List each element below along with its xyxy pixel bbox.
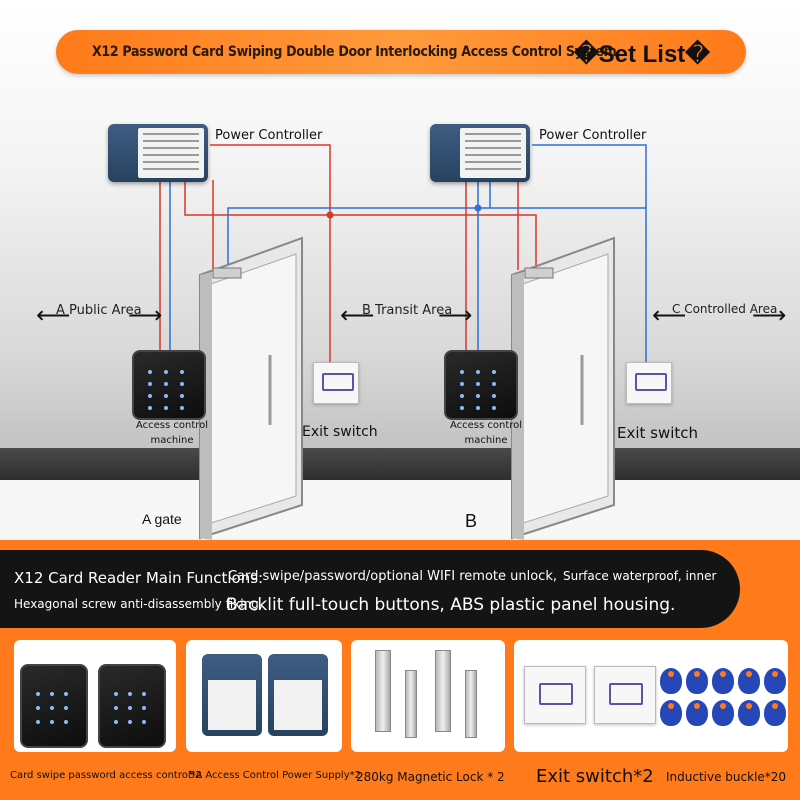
card-reader-image — [98, 664, 166, 748]
power-supply-image — [202, 654, 262, 736]
product-card-reader — [14, 640, 176, 752]
inductive-tag-icon — [738, 700, 760, 726]
arrow-left-icon: ⟵ — [340, 302, 375, 329]
inductive-tag-icon — [660, 668, 682, 694]
set-list-heading: �Set List� — [574, 41, 710, 68]
power-controller-2 — [430, 124, 530, 182]
inductive-tag-icon — [686, 700, 708, 726]
access-machine-2-label: Access control machine — [449, 420, 523, 446]
magnetic-lock-plate-image — [465, 670, 477, 738]
product-caption-inductive-buckle: Inductive buckle*20 — [666, 770, 787, 784]
access-machine-1-label: Access control machine — [135, 420, 209, 446]
access-keypad-1 — [132, 350, 206, 420]
installation-scene: Power Controller Power Controller ⟵ A Pu… — [0, 0, 800, 540]
inductive-tag-icon — [712, 668, 734, 694]
wiring-diagram — [159, 144, 647, 540]
wire-junction-blue — [474, 204, 482, 212]
gate-b-label: B — [465, 511, 478, 531]
title-banner — [56, 30, 746, 74]
arrow-right-icon: ⟶ — [752, 302, 787, 329]
magnetic-lock-image — [375, 650, 391, 732]
wire-red-ctrl1-exit — [210, 144, 331, 362]
inductive-tag-icon — [660, 700, 682, 726]
area-b-label: B Transit Area — [362, 303, 453, 318]
product-card-power-supply — [186, 640, 342, 752]
function-item-2: Surface waterproof, inner — [563, 569, 717, 583]
wire-red-crosslink — [184, 180, 537, 268]
power-supply-image — [268, 654, 328, 736]
product-caption-exit-switch: Exit switch*2 — [536, 766, 654, 787]
mag-lock-b — [524, 267, 554, 279]
door-a-edge — [200, 272, 212, 540]
power-controller-1 — [108, 124, 208, 182]
function-item-4: Backlit full-touch buttons, ABS plastic … — [226, 595, 676, 615]
area-c-label: C Controlled Area — [672, 302, 778, 316]
exit-switch-1 — [313, 362, 359, 404]
door-b-glass — [519, 253, 609, 525]
inductive-tag-icon — [738, 668, 760, 694]
magnetic-lock-image — [435, 650, 451, 732]
arrow-right-icon: ⟶ — [438, 302, 473, 329]
product-card-magnetic-lock — [351, 640, 505, 752]
inductive-tag-icon — [764, 668, 786, 694]
card-reader-image — [20, 664, 88, 748]
power-controller-2-label: Power Controller — [539, 128, 647, 143]
product-card-exit-switch-tags — [514, 640, 788, 752]
access-keypad-2 — [444, 350, 518, 420]
exit-switch-2-label: Exit switch — [617, 424, 699, 442]
exit-switch-image — [594, 666, 656, 724]
arrow-left-icon: ⟵ — [36, 302, 71, 329]
exit-switch-2 — [626, 362, 672, 404]
wire-blue-crosslink — [227, 207, 647, 362]
product-caption-magnetic-lock: 280kg Magnetic Lock * 2 — [356, 770, 505, 784]
gate-a-label: A gate — [142, 511, 182, 527]
functions-title: X12 Card Reader Main Functions: — [14, 569, 264, 587]
mag-lock-a — [212, 267, 242, 279]
door-b-edge — [512, 272, 524, 540]
exit-switch-1-label: Exit switch — [302, 424, 378, 440]
arrow-left-icon: ⟵ — [652, 302, 687, 329]
function-item-1: Card swipe/password/optional WIFI remote… — [228, 569, 557, 584]
inductive-tag-icon — [712, 700, 734, 726]
wire-junction-red — [326, 211, 334, 219]
inductive-tag-icon — [686, 668, 708, 694]
magnetic-lock-plate-image — [405, 670, 417, 738]
exit-switch-image — [524, 666, 586, 724]
area-a-label: A Public Area — [56, 303, 142, 318]
arrow-right-icon: ⟶ — [128, 302, 163, 329]
product-caption-power-supply: 5A Access Control Power Supply*2 — [189, 770, 361, 781]
floor-strip — [0, 448, 800, 480]
door-a-glass — [207, 253, 297, 525]
wire-blue-ctrl2-exit — [532, 144, 647, 208]
product-caption-reader: Card swipe password access control*2 — [10, 770, 202, 781]
power-controller-1-label: Power Controller — [215, 128, 323, 143]
page-title: X12 Password Card Swiping Double Door In… — [92, 44, 617, 60]
functions-panel — [0, 550, 740, 628]
inductive-tag-icon — [764, 700, 786, 726]
function-item-3: Hexagonal screw anti-disassembly fixing, — [14, 597, 263, 611]
floor-base — [0, 480, 800, 540]
